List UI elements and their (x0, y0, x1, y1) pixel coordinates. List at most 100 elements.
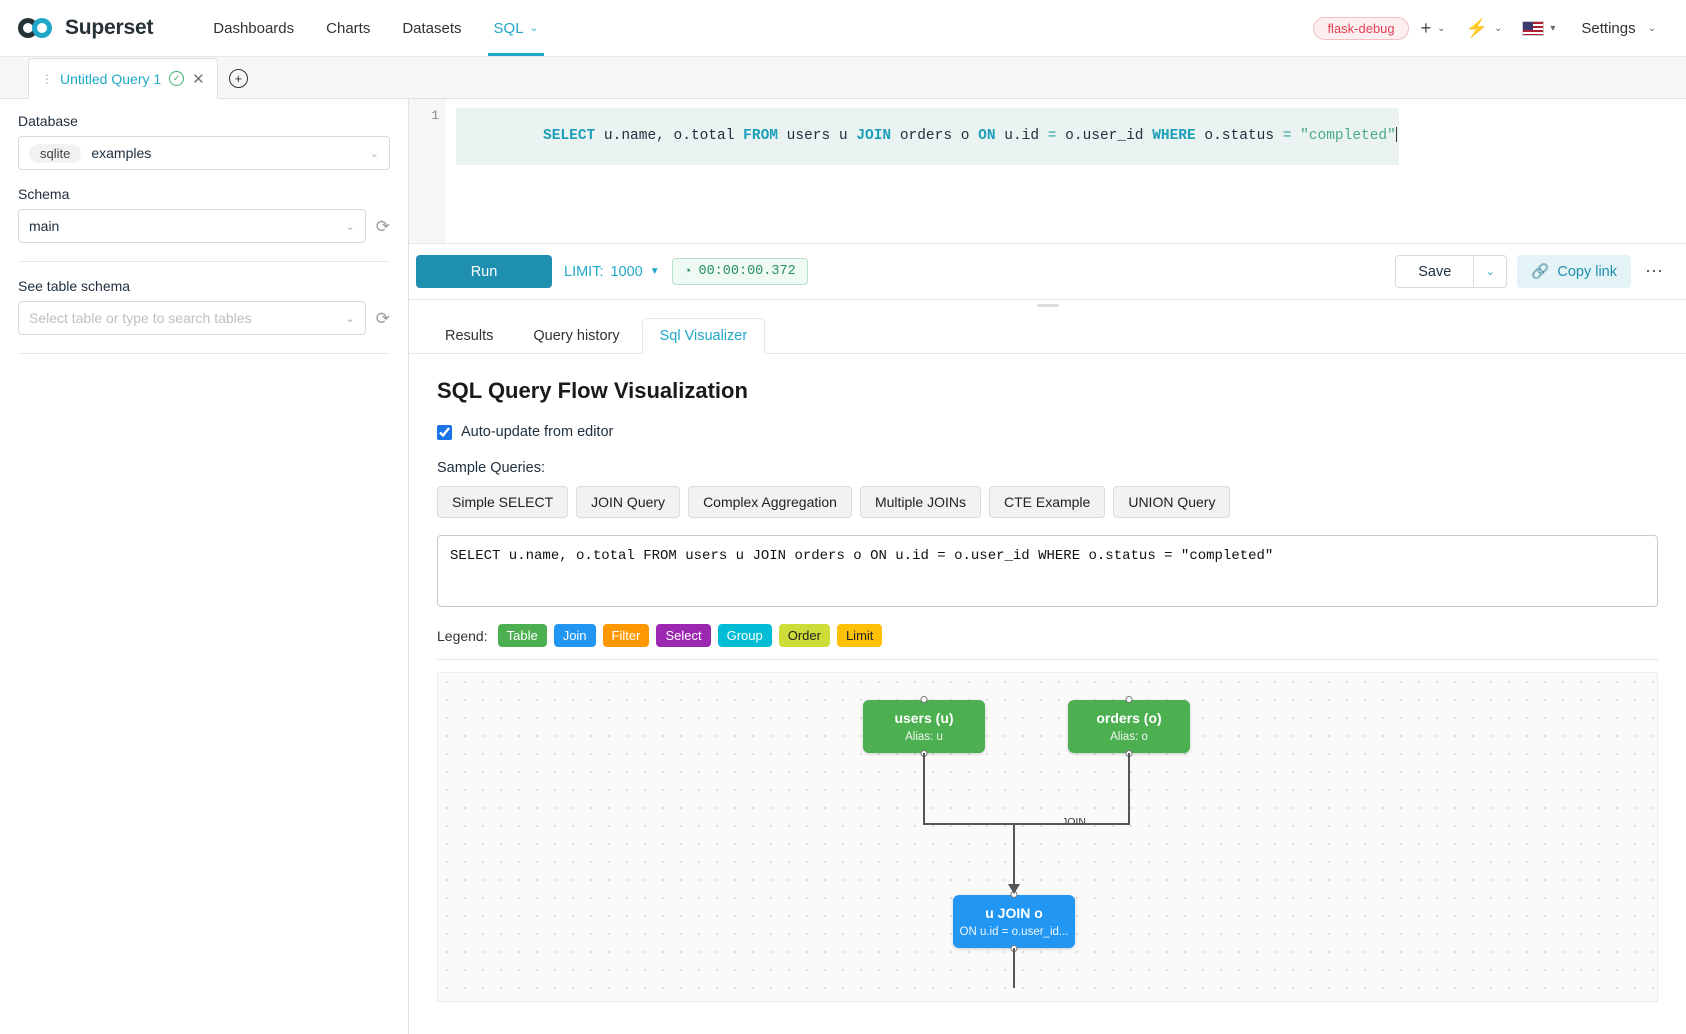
code-token: SELECT (543, 128, 596, 144)
flow-node-orders-title: orders (o) (1096, 710, 1162, 726)
nav-link-datasets-label: Datasets (402, 19, 462, 37)
query-tab-untitled-query-1[interactable]: ⋮ Untitled Query 1 ✓ ✕ (28, 58, 218, 99)
page-title: SQL Query Flow Visualization (437, 378, 748, 403)
plus-circle-icon: + (228, 69, 248, 88)
legend-chip-filter: Filter (602, 624, 650, 647)
copy-link-label: Copy link (1557, 263, 1617, 280)
tab-sql-visualizer[interactable]: Sql Visualizer (641, 318, 766, 354)
flow-edge-join-out (1013, 948, 1015, 988)
auto-update-row: Auto-update from editor (437, 424, 1658, 440)
nav-link-datasets[interactable]: Datasets (386, 0, 477, 56)
save-button[interactable]: Save (1395, 255, 1475, 288)
nav-link-dashboards-label: Dashboards (213, 19, 295, 37)
flow-edge-arrowhead (1008, 884, 1020, 894)
navbar-right-cluster: flask-debug + ⌄ ⚡ ⌄ ▾ Settings ⌄ (1313, 15, 1664, 41)
chevron-down-icon: ⌄ (345, 312, 355, 325)
auto-update-checkbox[interactable] (437, 424, 452, 440)
nav-link-sql[interactable]: SQL ⌄ (478, 0, 554, 56)
chevron-down-icon: ⌄ (1493, 22, 1503, 34)
database-engine-chip: sqlite (29, 143, 82, 163)
auto-update-label[interactable]: Auto-update from editor (461, 424, 614, 440)
code-token: FROM (743, 128, 778, 144)
chevron-down-icon: ⌄ (529, 22, 538, 34)
nav-link-dashboards[interactable]: Dashboards (197, 0, 310, 56)
code-token: u.name, o.total (595, 128, 744, 144)
superset-infinity-icon (18, 16, 56, 40)
close-icon[interactable]: ✕ (192, 70, 205, 88)
table-schema-label: See table schema (18, 278, 131, 294)
save-dropdown-toggle[interactable]: ⌄ (1474, 255, 1508, 288)
code-token: o.user_id (1056, 128, 1153, 144)
run-button[interactable]: Run (416, 255, 552, 288)
save-button-group: Save ⌄ (1395, 255, 1508, 288)
left-query-panel: Database sqlite examples ⌄ Schema main ⌄… (0, 99, 409, 1034)
table-select-placeholder: Select table or type to search tables (29, 310, 252, 326)
settings-menu[interactable]: Settings ⌄ (1567, 16, 1664, 41)
language-picker[interactable]: ▾ (1514, 17, 1563, 40)
nav-link-charts[interactable]: Charts (310, 0, 386, 56)
top-navbar: Superset Dashboards Charts Datasets SQL … (0, 0, 1686, 57)
sample-union-query-button[interactable]: UNION Query (1113, 486, 1231, 518)
tab-query-history[interactable]: Query history (515, 318, 637, 353)
panel-resize-handle[interactable] (409, 300, 1686, 310)
schema-field: Schema main ⌄ ⟳ (18, 186, 390, 243)
flow-node-join[interactable]: u JOIN o ON u.id = o.user_id... (953, 891, 1075, 952)
tab-results[interactable]: Results (427, 318, 511, 353)
database-label: Database (18, 113, 78, 129)
legend-chip-group: Group (717, 624, 772, 647)
flow-node-orders[interactable]: orders (o) Alias: o (1068, 696, 1190, 757)
flow-node-join-title: u JOIN o (985, 905, 1043, 921)
database-select[interactable]: sqlite examples ⌄ (18, 136, 390, 170)
brand-name: Superset (65, 16, 154, 39)
sql-code-editor[interactable]: 1 SELECT u.name, o.total FROM users u JO… (409, 99, 1686, 244)
result-tabs: Results Query history Sql Visualizer (409, 310, 1686, 354)
flow-node-orders-alias: Alias: o (1110, 731, 1148, 743)
table-select[interactable]: Select table or type to search tables ⌄ (18, 301, 366, 335)
chevron-down-icon: ▾ (1550, 22, 1556, 34)
limit-dropdown[interactable]: LIMIT: 1000 ▼ (564, 264, 660, 280)
copy-link-button[interactable]: 🔗 Copy link (1517, 255, 1631, 288)
legend-chip-table: Table (497, 624, 547, 647)
sql-input-textarea[interactable] (437, 535, 1658, 607)
settings-label: Settings (1581, 19, 1636, 37)
sample-queries-label: Sample Queries: (437, 460, 545, 476)
editor-code-area[interactable]: SELECT u.name, o.total FROM users u JOIN… (446, 99, 1686, 243)
flow-node-users[interactable]: users (u) Alias: u (863, 696, 985, 757)
refresh-schema-icon[interactable]: ⟳ (375, 216, 390, 236)
main-split: Database sqlite examples ⌄ Schema main ⌄… (0, 99, 1686, 1034)
code-token: o.status (1195, 128, 1283, 144)
database-field: Database sqlite examples ⌄ (18, 113, 390, 170)
tab-query-history-label: Query history (533, 328, 620, 344)
more-options-icon[interactable]: ⋯ (1645, 261, 1664, 281)
nav-link-charts-label: Charts (326, 19, 371, 37)
add-query-tab-button[interactable]: + (218, 58, 259, 99)
panel-divider (18, 261, 390, 262)
flask-debug-badge: flask-debug (1313, 16, 1409, 40)
us-flag-icon (1522, 20, 1545, 36)
port-top (920, 696, 928, 703)
superset-logo[interactable]: Superset (18, 16, 153, 40)
port-top (1125, 696, 1133, 703)
database-value: examples (91, 145, 152, 161)
query-valid-icon: ✓ (169, 71, 185, 86)
chevron-down-icon: ⌄ (1437, 22, 1446, 34)
code-token: orders o (891, 128, 979, 144)
chevron-down-icon: ⌄ (1485, 266, 1495, 278)
alerts-reports-button[interactable]: ⚡ ⌄ (1458, 15, 1511, 41)
schema-select[interactable]: main ⌄ (18, 209, 366, 243)
flow-edge-label-join: JOIN (1059, 816, 1089, 828)
sample-multiple-joins-button[interactable]: Multiple JOINs (859, 486, 981, 518)
sample-complex-aggregation-button[interactable]: Complex Aggregation (688, 486, 852, 518)
flow-diagram-canvas[interactable]: users (u) Alias: u orders (o) Alias: o u… (437, 672, 1658, 1002)
legend-chip-join: Join (553, 624, 596, 647)
limit-label: LIMIT: (564, 263, 604, 280)
sample-simple-select-button[interactable]: Simple SELECT (437, 486, 569, 518)
sample-join-query-button[interactable]: JOIN Query (576, 486, 681, 518)
legend: Legend: Table Join Filter Select Group O… (437, 624, 1658, 647)
refresh-tables-icon[interactable]: ⟳ (375, 308, 390, 328)
new-item-button[interactable]: + ⌄ (1413, 15, 1454, 41)
drag-handle-icon[interactable]: ⋮ (41, 71, 53, 86)
nav-link-sql-label: SQL (493, 19, 524, 37)
query-tab-strip: ⋮ Untitled Query 1 ✓ ✕ + (0, 57, 1686, 99)
sample-cte-example-button[interactable]: CTE Example (988, 486, 1106, 518)
